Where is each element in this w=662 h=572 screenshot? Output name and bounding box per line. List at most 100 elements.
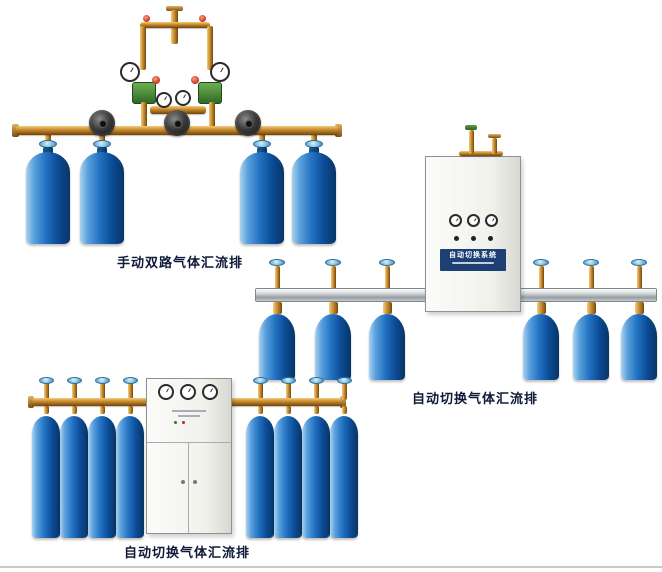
cylinder-valve-cap <box>39 377 54 384</box>
cylinder-valve-cap <box>379 259 395 266</box>
riser-pipe <box>128 382 133 400</box>
branch-pipe-left <box>140 26 146 70</box>
gas-cylinder <box>573 314 609 380</box>
riser-pipe <box>331 266 336 290</box>
riser-pipe <box>275 266 280 290</box>
auto-manifold-wall-figure: 自动切换系统 自动切换气体汇流排 <box>253 122 661 412</box>
riser-pipe <box>342 382 347 400</box>
control-cabinet <box>146 378 232 534</box>
cylinder-neck <box>97 147 107 155</box>
tee-pipe <box>140 22 210 28</box>
cabinet-top-valve <box>465 125 477 130</box>
drop-pipe <box>72 406 77 414</box>
header-end-cap <box>12 124 19 137</box>
cabinet-label-line <box>172 410 206 412</box>
header-end-cap <box>340 396 346 408</box>
cylinder-valve-cap <box>67 377 82 384</box>
drop-pipe <box>314 406 319 414</box>
drop-pipe <box>45 133 51 143</box>
cabinet-top-pipe <box>459 151 503 156</box>
small-valve-knob <box>143 15 150 22</box>
page-bottom-rule <box>0 566 662 568</box>
cylinder-valve-cap <box>583 259 599 266</box>
gas-cylinder <box>330 416 358 538</box>
manual-manifold-figure: 手动双路气体汇流排 <box>10 6 345 270</box>
riser-pipe <box>314 382 319 400</box>
regulator-knob <box>152 76 160 84</box>
down-pipe <box>209 102 215 128</box>
regulator-left <box>132 82 156 104</box>
cabinet-nameplate-text: 自动切换系统 <box>449 252 497 259</box>
valve-handwheel <box>164 110 190 136</box>
cabinet-panel-divider <box>147 442 231 443</box>
cabinet-gauge <box>158 384 174 400</box>
control-cabinet <box>425 156 521 312</box>
indicator-light <box>454 236 459 241</box>
cabinet-gauge <box>449 214 462 227</box>
pigtail-regulator <box>329 302 338 314</box>
indicator-light <box>174 421 177 424</box>
pigtail-regulator <box>587 302 596 314</box>
pressure-gauge <box>210 62 230 82</box>
riser-pipe <box>385 266 390 290</box>
gas-cylinder <box>26 152 70 244</box>
cabinet-gauge <box>202 384 218 400</box>
pigtail-regulator <box>273 302 282 314</box>
gas-cylinder <box>523 314 559 380</box>
product-caption: 自动切换气体汇流排 <box>123 545 250 560</box>
riser-pipe <box>72 382 77 400</box>
down-pipe <box>141 102 147 128</box>
small-valve-knob <box>199 15 206 22</box>
cabinet-gauge <box>180 384 196 400</box>
header-end-cap <box>335 124 342 137</box>
cylinder-valve-cap <box>95 377 110 384</box>
cabinet-door-divider <box>188 442 189 533</box>
gas-cylinder <box>80 152 124 244</box>
drop-pipe <box>99 133 105 143</box>
cylinder-neck <box>309 147 319 155</box>
product-caption: 自动切换气体汇流排 <box>411 391 538 406</box>
riser-pipe <box>539 266 544 290</box>
product-caption: 手动双路气体汇流排 <box>116 255 243 270</box>
cylinder-valve-cap <box>123 377 138 384</box>
gas-cylinder <box>315 314 351 380</box>
riser-pipe <box>589 266 594 290</box>
cabinet-top-riser <box>492 138 497 154</box>
door-handle <box>181 480 185 484</box>
cylinder-valve-cap <box>325 259 341 266</box>
cylinder-neck <box>257 147 267 155</box>
cylinder-valve-cap <box>631 259 647 266</box>
cabinet-nameplate-subline <box>452 262 494 264</box>
cylinder-valve-cap <box>269 259 285 266</box>
auto-manifold-floor-figure: 自动切换气体汇流排 <box>22 370 362 570</box>
gas-cylinder <box>246 416 274 538</box>
valve-handwheel <box>235 110 261 136</box>
indicator-light <box>488 236 493 241</box>
cabinet-nameplate: 自动切换系统 <box>440 249 506 271</box>
pressure-gauge <box>156 92 172 108</box>
pipe-top-fitting <box>166 6 183 11</box>
drop-pipe <box>342 406 347 414</box>
riser-pipe <box>44 382 49 400</box>
gas-cylinder <box>274 416 302 538</box>
pigtail-regulator <box>537 302 546 314</box>
door-handle <box>193 480 197 484</box>
branch-pipe-right <box>207 26 213 70</box>
cabinet-top-fitting <box>488 134 501 138</box>
drop-pipe <box>311 133 317 143</box>
drop-pipe <box>44 406 49 414</box>
cabinet-label-line <box>178 415 200 417</box>
drop-pipe <box>259 133 265 143</box>
riser-pipe <box>258 382 263 400</box>
indicator-light <box>182 421 185 424</box>
gas-cylinder <box>369 314 405 380</box>
gas-cylinder <box>621 314 657 380</box>
cylinder-valve-cap <box>337 377 352 384</box>
cylinder-valve-cap <box>281 377 296 384</box>
gas-cylinder <box>259 314 295 380</box>
gas-cylinder <box>240 152 284 244</box>
valve-handwheel <box>89 110 115 136</box>
drop-pipe <box>286 406 291 414</box>
drop-pipe <box>128 406 133 414</box>
